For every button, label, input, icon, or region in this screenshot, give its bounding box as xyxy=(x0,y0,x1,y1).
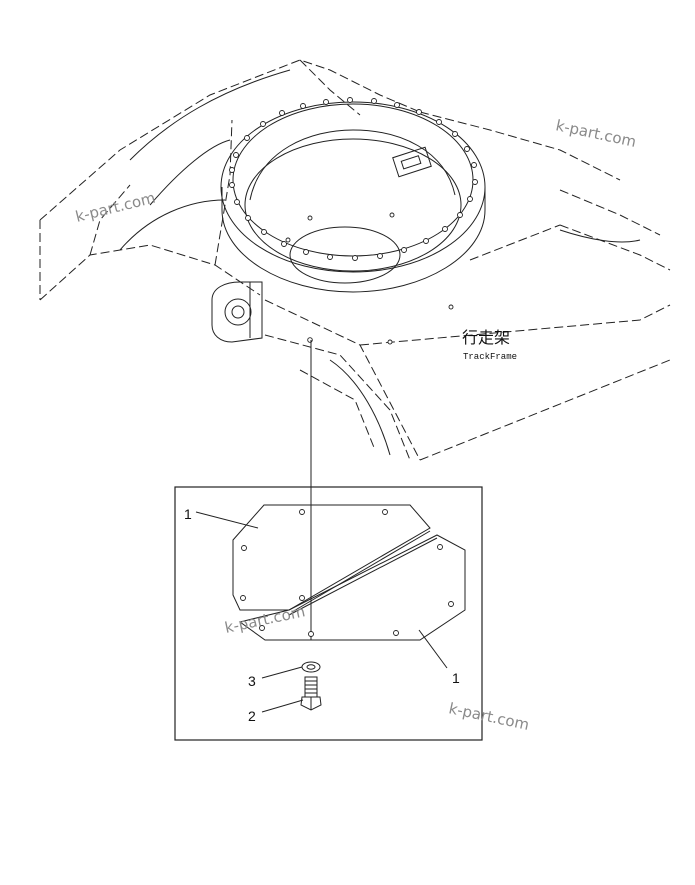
frame-label-chinese: 行走架 xyxy=(462,328,510,347)
watermark: k-part.com xyxy=(447,699,531,734)
cover-plate-bolt-holes xyxy=(240,509,454,637)
callout-cover-right: 1 xyxy=(452,670,460,686)
frame-label-english: TrackFrame xyxy=(463,352,517,362)
washer-part xyxy=(301,661,321,673)
track-frame-drawing xyxy=(39,59,671,461)
callout-leaders xyxy=(195,511,448,713)
watermark: k-part.com xyxy=(74,189,158,226)
cover-plates xyxy=(232,504,466,641)
callout-bolt: 2 xyxy=(248,708,256,724)
callout-washer: 3 xyxy=(248,673,256,689)
callout-cover-left: 1 xyxy=(184,506,192,522)
detail-box xyxy=(174,486,483,741)
watermark: k-part.com xyxy=(223,602,307,637)
bolt-part xyxy=(300,676,322,711)
watermark: k-part.com xyxy=(554,116,638,151)
ring-bolt-holes xyxy=(229,97,478,345)
